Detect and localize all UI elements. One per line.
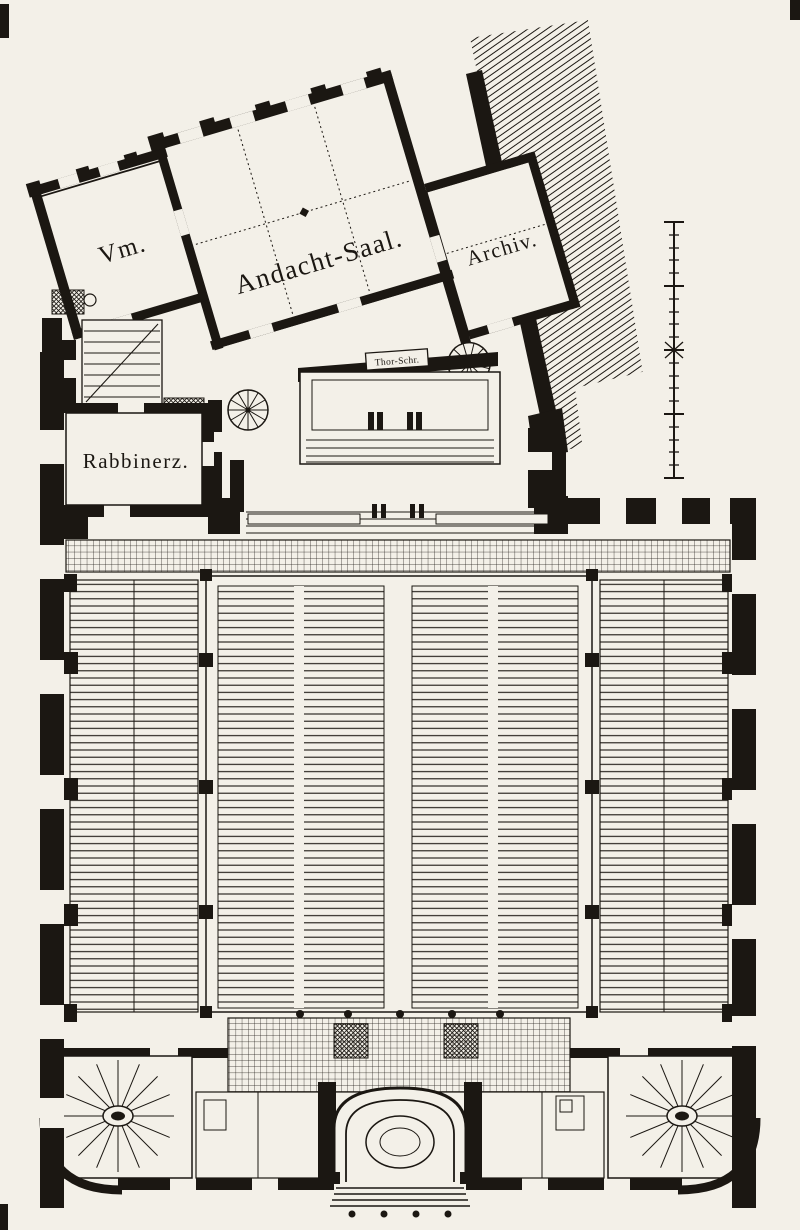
stair-left xyxy=(39,1055,193,1195)
vestibule-steps xyxy=(246,504,556,534)
pews-left xyxy=(69,579,199,1013)
side-room-left xyxy=(195,1091,321,1179)
ceiling-bay-lines xyxy=(190,106,547,315)
vestibule: Thor-Schr. xyxy=(208,348,568,534)
pews-center-left xyxy=(217,585,385,1009)
scale-bar xyxy=(664,221,684,479)
entrance-steps xyxy=(330,1187,470,1218)
side-room-right xyxy=(479,1091,605,1179)
entrance-vestibule xyxy=(39,1055,761,1218)
pews-right xyxy=(599,579,729,1013)
wall-openings xyxy=(40,430,756,1128)
pews-center-right xyxy=(411,585,579,1009)
torah-shrine-label: Thor-Schr. xyxy=(374,355,419,368)
columns xyxy=(199,569,599,1018)
rabbinerz-room: Rabbinerz. xyxy=(42,318,214,517)
spiral-stair-lower-icon xyxy=(227,389,269,431)
main-hall xyxy=(64,539,736,1022)
annex-walls xyxy=(25,67,581,353)
torah-shrine-box: Thor-Schr. xyxy=(364,348,430,371)
annex-wing: Vm. Andacht-Saal. Archiv. xyxy=(25,67,581,386)
entrance-portal xyxy=(318,1082,482,1184)
hall-vestibule-wall xyxy=(64,1048,732,1058)
room-label-rabbinerz: Rabbinerz. xyxy=(83,449,190,473)
floor-grid-band-bottom xyxy=(227,1010,571,1093)
